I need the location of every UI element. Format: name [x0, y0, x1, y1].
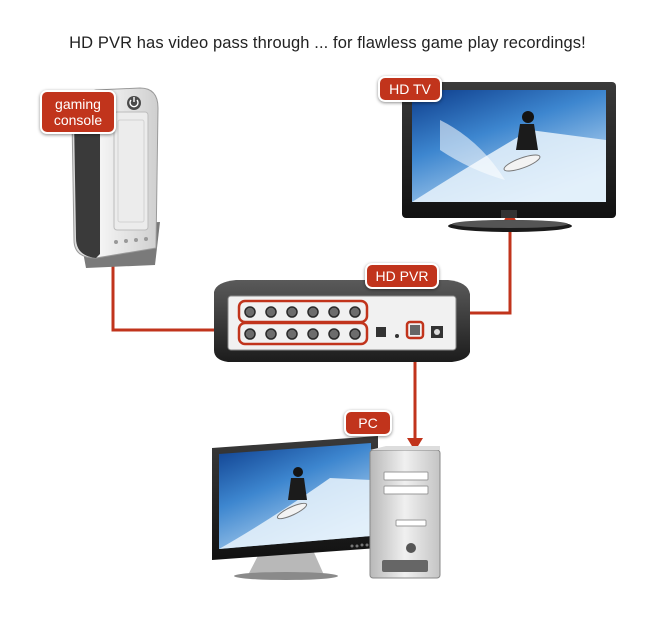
- gaming-console-label-line2: console: [53, 112, 103, 128]
- headline: HD PVR has video pass through ... for fl…: [69, 34, 586, 52]
- console-to-pvr-line: [111, 262, 238, 332]
- gaming-console-label: gaming console: [40, 90, 116, 134]
- pc-arrow: [407, 438, 423, 451]
- hd-pvr-image: [214, 280, 470, 362]
- power-icon: [127, 96, 141, 110]
- hd-tv-image: [402, 82, 616, 232]
- pc-label: PC: [344, 410, 392, 436]
- gaming-console-label-line1: gaming: [55, 96, 101, 112]
- pc-power-icon: [406, 543, 416, 553]
- hd-tv-label: HD TV: [378, 76, 442, 102]
- pc-image: [212, 436, 441, 580]
- hd-pvr-label: HD PVR: [365, 263, 439, 289]
